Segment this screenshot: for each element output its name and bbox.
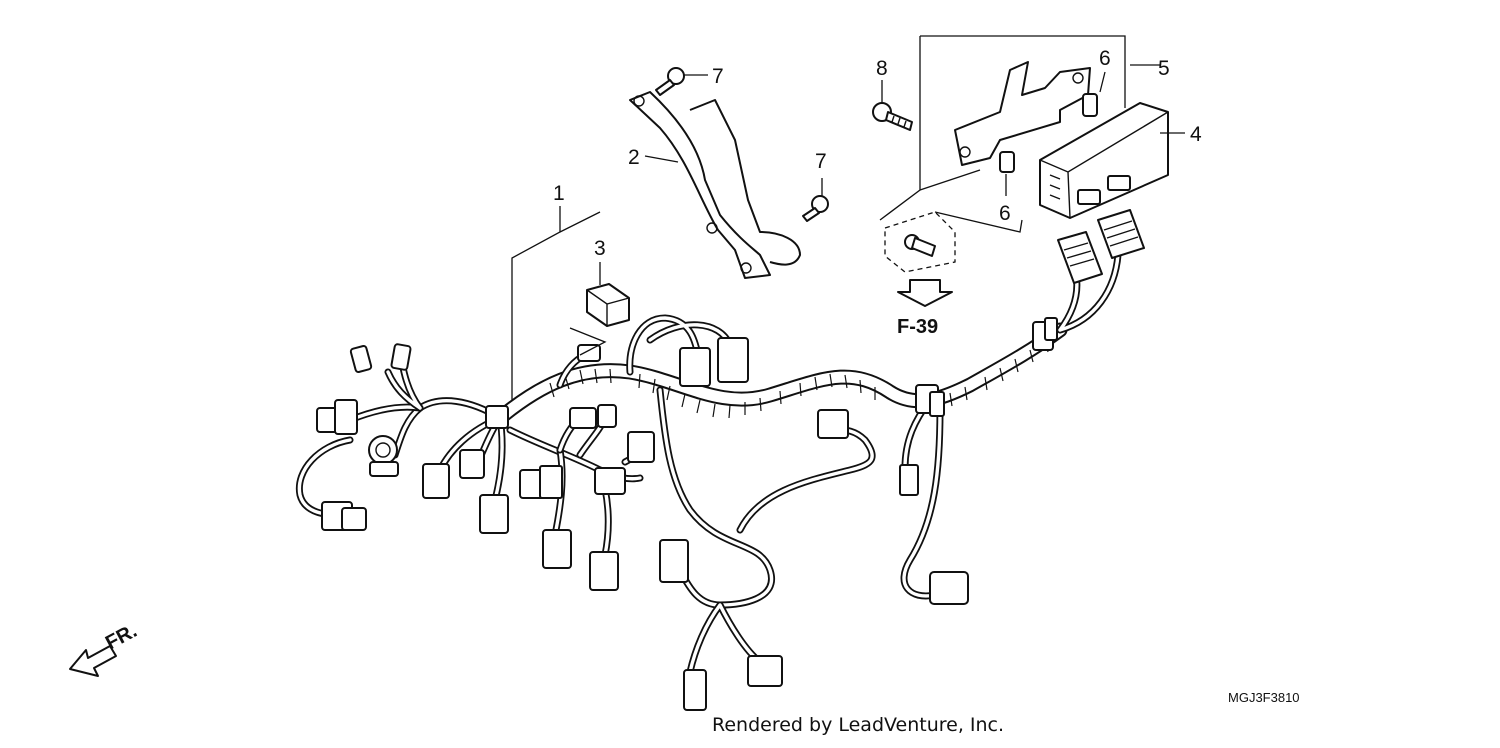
reference-f39: F-39 [897,316,938,338]
callout-5: 5 [1158,57,1170,80]
callout-8: 8 [876,57,888,80]
grommet-part-6-top [1082,93,1098,117]
bracket-part-2 [629,91,801,279]
grommet-part-6-bottom [999,151,1015,173]
relay-part-3 [586,283,630,327]
credit-text: Rendered by LeadVenture, Inc. [712,714,1004,736]
wire-harness [295,251,1122,676]
callout-6-top: 6 [1099,47,1111,70]
bolt-part-7-right [802,195,829,222]
bolt-part-7-top [655,67,685,96]
harness-clamps [485,317,1058,429]
ecu-part-4 [1039,102,1169,219]
front-direction-arrow [69,645,117,677]
callout-6-bottom: 6 [999,202,1011,225]
leader-lines [511,35,1185,400]
callout-1: 1 [553,182,565,205]
callout-3: 3 [594,237,606,260]
harness-connectors [316,209,1145,711]
callout-4: 4 [1190,123,1202,146]
callout-7-right: 7 [815,150,827,173]
sensor-ref-f39 [884,211,956,307]
ecu-bracket-part-5 [954,61,1091,166]
diagram-code: MGJ3F3810 [1228,690,1300,705]
callout-2: 2 [628,146,640,169]
callout-7-top: 7 [712,65,724,88]
bolt-part-8 [872,102,913,131]
